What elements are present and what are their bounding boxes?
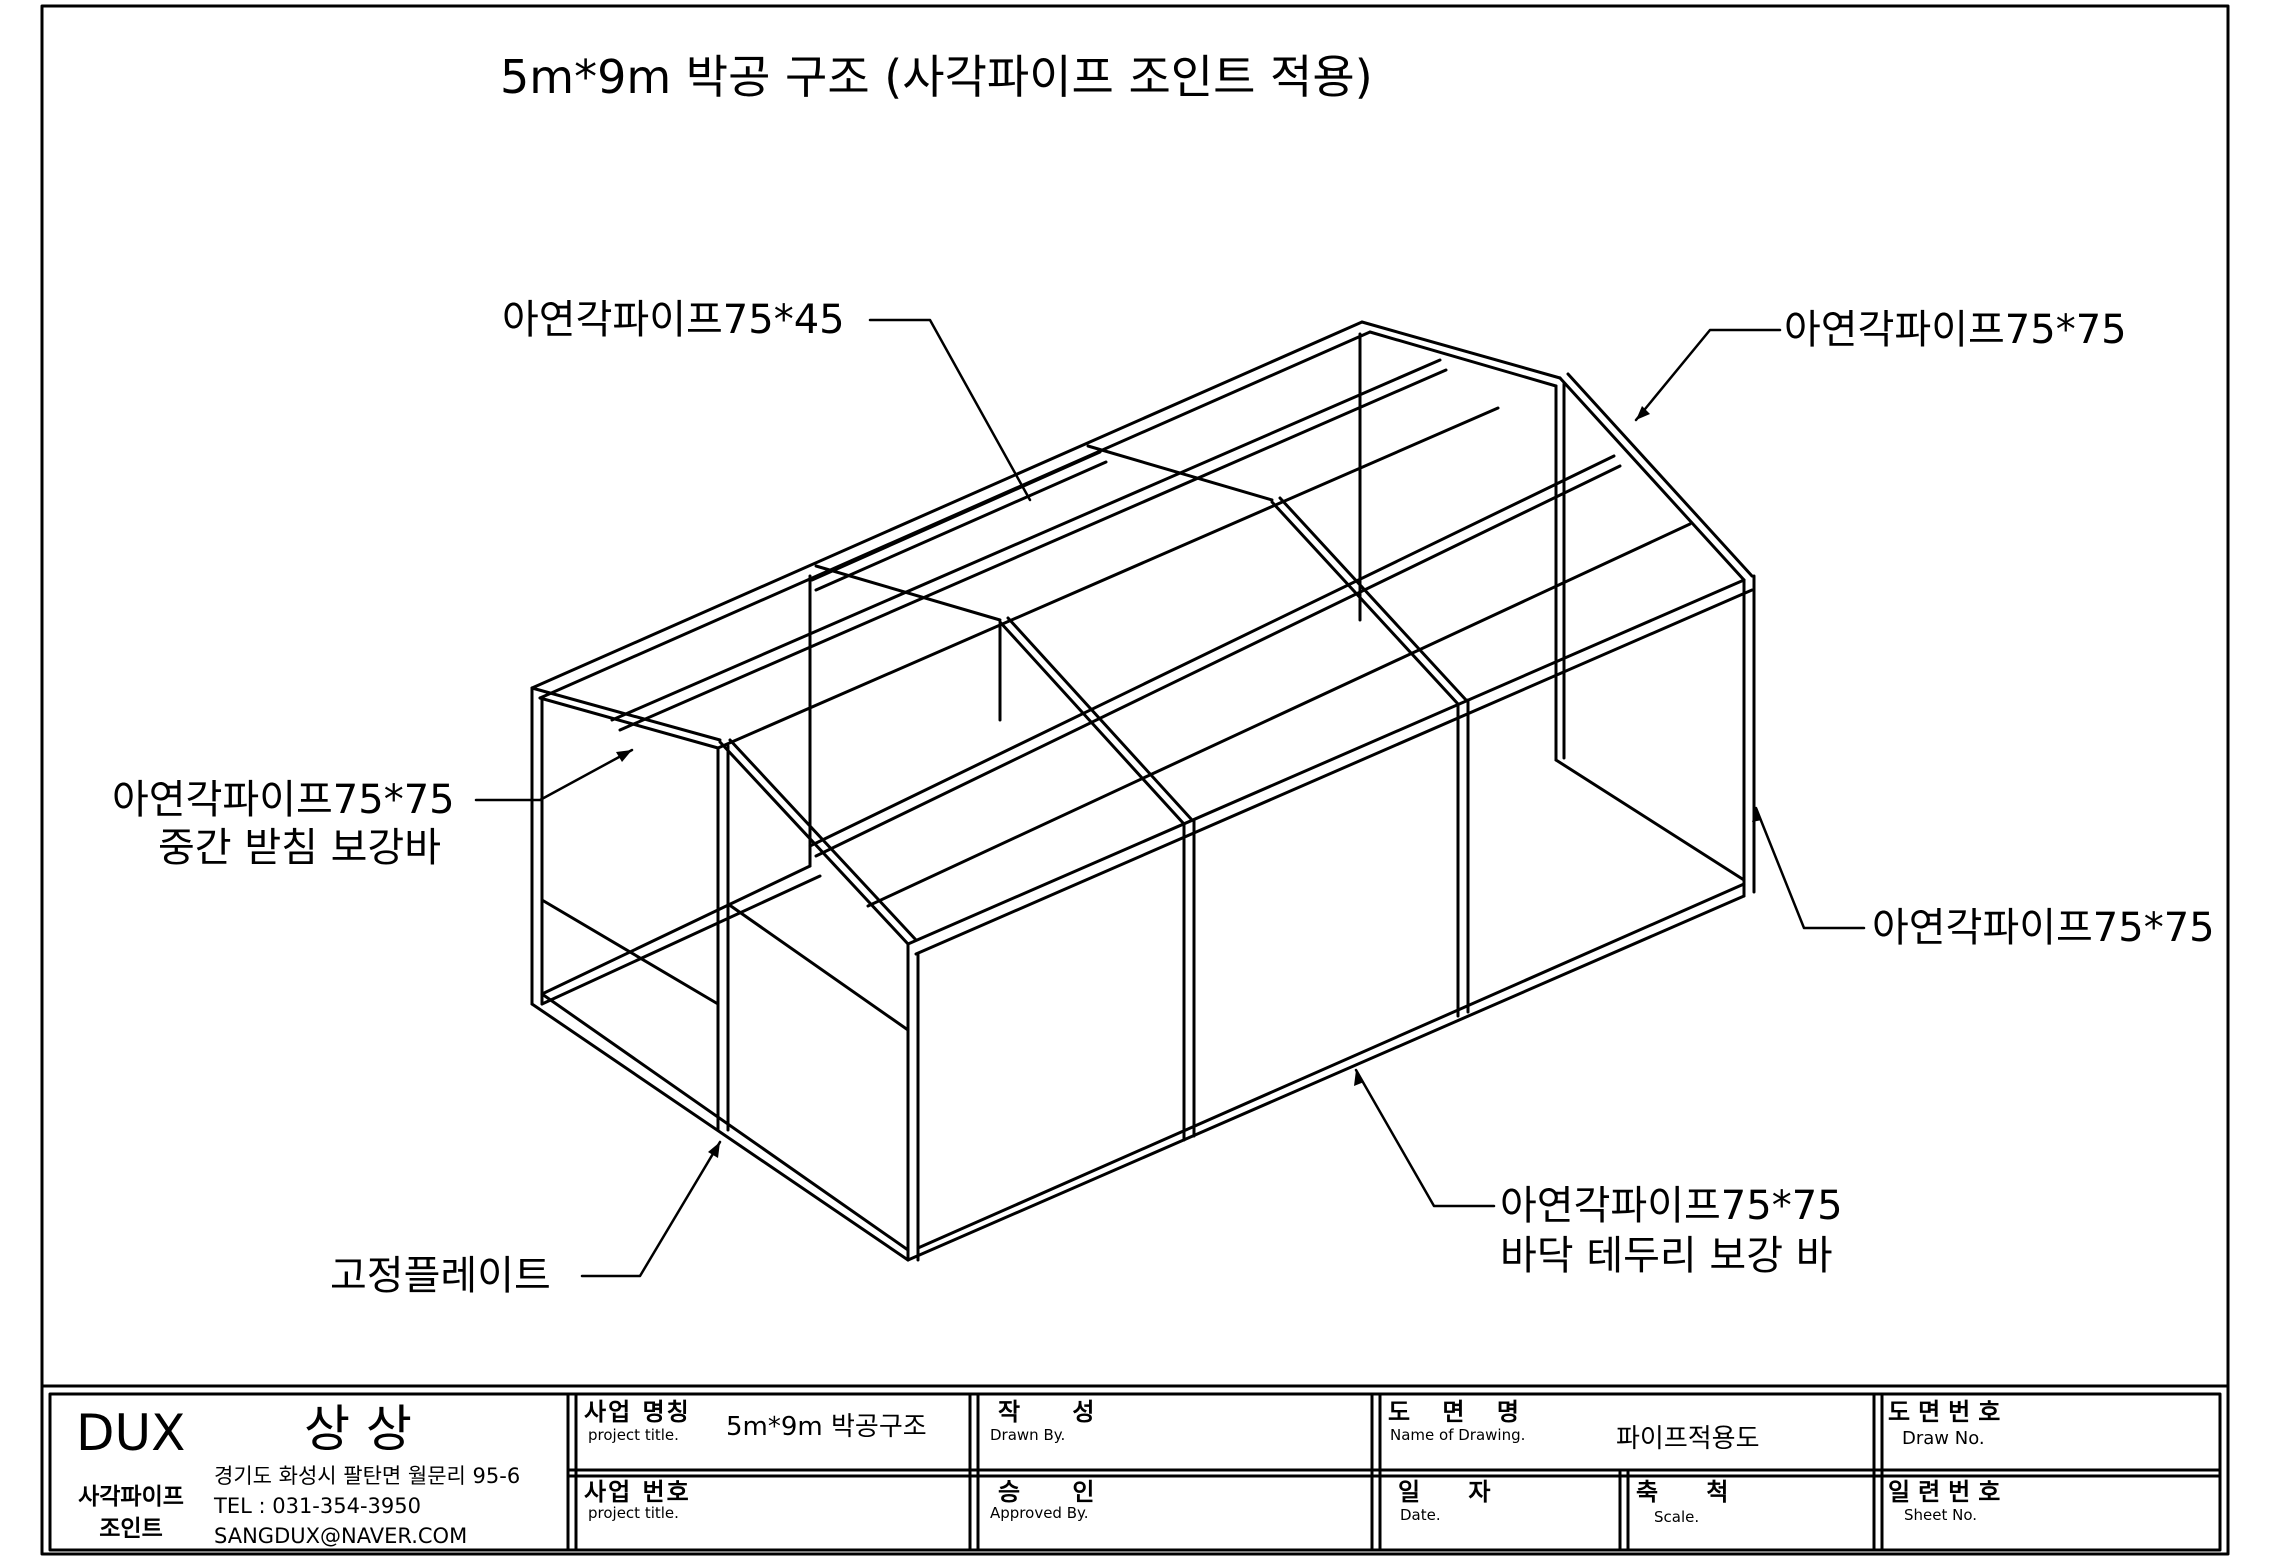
label-floor-line1: 아연각파이프75*75 <box>1500 1183 1843 1229</box>
drawn-by-label: 작 성 <box>998 1398 1117 1426</box>
sheet-no-label: 일련번호 <box>1888 1478 2009 1506</box>
company-address: 경기도 화성시 팔탄면 월문리 95-6 <box>214 1464 521 1488</box>
gable-structure <box>530 320 1756 1262</box>
company-brand: DUX <box>76 1404 186 1462</box>
drawing-no-label: 도면번호 <box>1888 1398 2009 1426</box>
company-tag-line1: 사각파이프 <box>78 1484 184 1510</box>
scale-label: 축 척 <box>1636 1478 1749 1506</box>
project-name-value: 5m*9m 박공구조 <box>726 1412 927 1442</box>
title-block-grid <box>40 1384 2230 1552</box>
drawing-title: 5m*9m 박공 구조 (사각파이프 조인트 적용) <box>500 50 1373 104</box>
company-name: 상 상 <box>304 1400 412 1458</box>
project-no-label: 사업 번호 <box>584 1478 691 1506</box>
drawing-name-sub: Name of Drawing. <box>1390 1426 1526 1444</box>
label-top-left-pipe: 아연각파이프75*45 <box>502 297 845 343</box>
company-email: SANGDUX@NAVER.COM <box>214 1524 468 1548</box>
leader-arrowheads <box>616 406 1762 1158</box>
label-floor-line2: 바닥 테두리 보강 바 <box>1500 1233 1833 1279</box>
project-name-label: 사업 명칭 <box>584 1398 691 1426</box>
approved-by-sub: Approved By. <box>990 1504 1089 1522</box>
date-sub: Date. <box>1400 1506 1441 1524</box>
scale-sub: Scale. <box>1654 1508 1700 1526</box>
label-left-brace-line2: 중간 받침 보강바 <box>158 825 442 871</box>
label-left-brace-line1: 아연각파이프75*75 <box>112 777 455 823</box>
project-no-sub: project title. <box>588 1504 679 1522</box>
drawn-by-sub: Drawn By. <box>990 1426 1066 1444</box>
company-tel: TEL : 031-354-3950 <box>214 1494 421 1518</box>
company-tag-line2: 조인트 <box>99 1516 163 1542</box>
project-name-sub: project title. <box>588 1426 679 1444</box>
drawing-no-sub: Draw No. <box>1902 1428 1985 1449</box>
sheet-no-sub: Sheet No. <box>1904 1506 1978 1524</box>
drawing-name-value: 파이프적용도 <box>1616 1424 1760 1454</box>
date-label: 일 자 <box>1398 1478 1511 1506</box>
leader-lines <box>474 318 1866 1278</box>
approved-by-label: 승 인 <box>998 1478 1117 1506</box>
label-top-right-pipe: 아연각파이프75*75 <box>1784 307 2127 353</box>
label-fixing-plate: 고정플레이트 <box>330 1253 551 1299</box>
drawing-name-label: 도 면 명 <box>1388 1398 1531 1426</box>
sheet-border <box>40 4 2230 1556</box>
label-right-post-pipe: 아연각파이프75*75 <box>1872 905 2215 951</box>
